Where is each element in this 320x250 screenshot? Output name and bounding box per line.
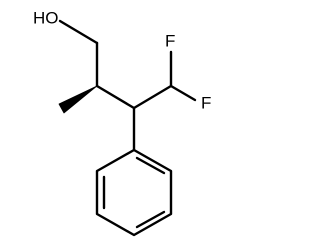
bond-o-ch2: [58, 19, 99, 45]
bond-chf2-f2: [169, 84, 197, 102]
hydroxyl-label: HO: [33, 8, 59, 27]
phenyl-double-bond-2: [135, 210, 166, 229]
phenyl-double-bond-1: [135, 156, 166, 175]
bond-chiral-cph: [95, 84, 136, 110]
fluorine-label-1: F: [165, 31, 175, 50]
bond-cph-chf2: [132, 84, 173, 110]
phenyl-ring: [95, 148, 173, 237]
wedge-bond-methyl: [58, 85, 98, 114]
molecule-canvas: HO F F: [33, 8, 212, 237]
fluorine-label-2: F: [201, 93, 211, 112]
chemical-structure: HO F F: [33, 8, 211, 237]
